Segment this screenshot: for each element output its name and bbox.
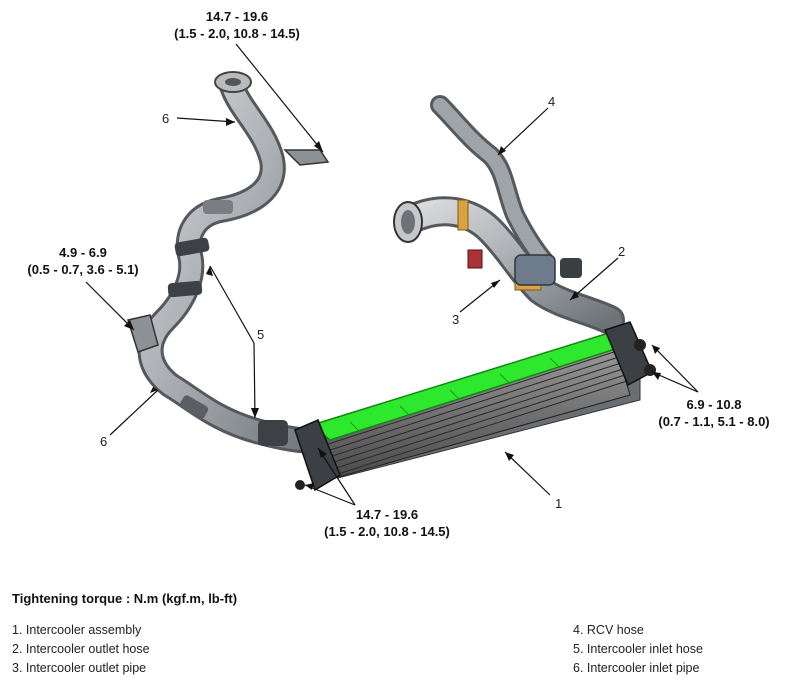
rcv-hose	[430, 95, 555, 272]
callout-2: 2	[618, 244, 626, 259]
callout-6-top: 6	[162, 111, 170, 126]
callout-1: 1	[555, 496, 563, 511]
torque-top-nm: 14.7 - 19.6	[205, 9, 269, 24]
torque-label-left: 4.9 - 6.9 (0.5 - 0.7, 3.6 - 5.1)	[8, 244, 158, 278]
torque-top-alt: (1.5 - 2.0, 10.8 - 14.5)	[174, 26, 300, 41]
callout-6-bottom: 6	[100, 434, 108, 449]
torque-label-top: 14.7 - 19.6 (1.5 - 2.0, 10.8 - 14.5)	[162, 8, 312, 42]
callout-5: 5	[257, 327, 265, 342]
torque-left-alt: (0.5 - 0.7, 3.6 - 5.1)	[27, 262, 139, 277]
leader-lines	[85, 43, 699, 506]
callout-4: 4	[548, 94, 556, 109]
leader-arrowheads	[124, 118, 661, 490]
torque-bottom-alt: (1.5 - 2.0, 10.8 - 14.5)	[324, 524, 450, 539]
legend-item: 6. Intercooler inlet pipe	[573, 661, 700, 675]
torque-left-nm: 4.9 - 6.9	[59, 245, 107, 260]
legend-left-column: 1. Intercooler assembly 2. Intercooler o…	[12, 621, 150, 678]
torque-label-bottom: 14.7 - 19.6 (1.5 - 2.0, 10.8 - 14.5)	[310, 506, 464, 540]
intercooler-diagram	[85, 43, 699, 506]
legend-item: 4. RCV hose	[573, 623, 644, 637]
intercooler-inlet-hose	[167, 200, 288, 446]
torque-right-alt: (0.7 - 1.1, 5.1 - 8.0)	[658, 414, 770, 429]
torque-bottom-nm: 14.7 - 19.6	[355, 507, 419, 522]
intercooler-outlet-pipe	[393, 196, 625, 335]
intercooler-assembly	[294, 321, 656, 492]
legend-title: Tightening torque : N.m (kgf.m, lb-ft)	[12, 591, 238, 606]
torque-right-nm: 6.9 - 10.8	[686, 397, 742, 412]
legend-item: 2. Intercooler outlet hose	[12, 642, 150, 656]
torque-label-right: 6.9 - 10.8 (0.7 - 1.1, 5.1 - 8.0)	[640, 396, 788, 430]
legend-item: 3. Intercooler outlet pipe	[12, 661, 147, 675]
intercooler-inlet-pipe	[127, 71, 333, 454]
legend-item: 5. Intercooler inlet hose	[573, 642, 703, 656]
legend-right-column: 4. RCV hose 5. Intercooler inlet hose 6.…	[573, 621, 703, 678]
legend-item: 1. Intercooler assembly	[12, 623, 142, 637]
callout-3: 3	[452, 312, 460, 327]
